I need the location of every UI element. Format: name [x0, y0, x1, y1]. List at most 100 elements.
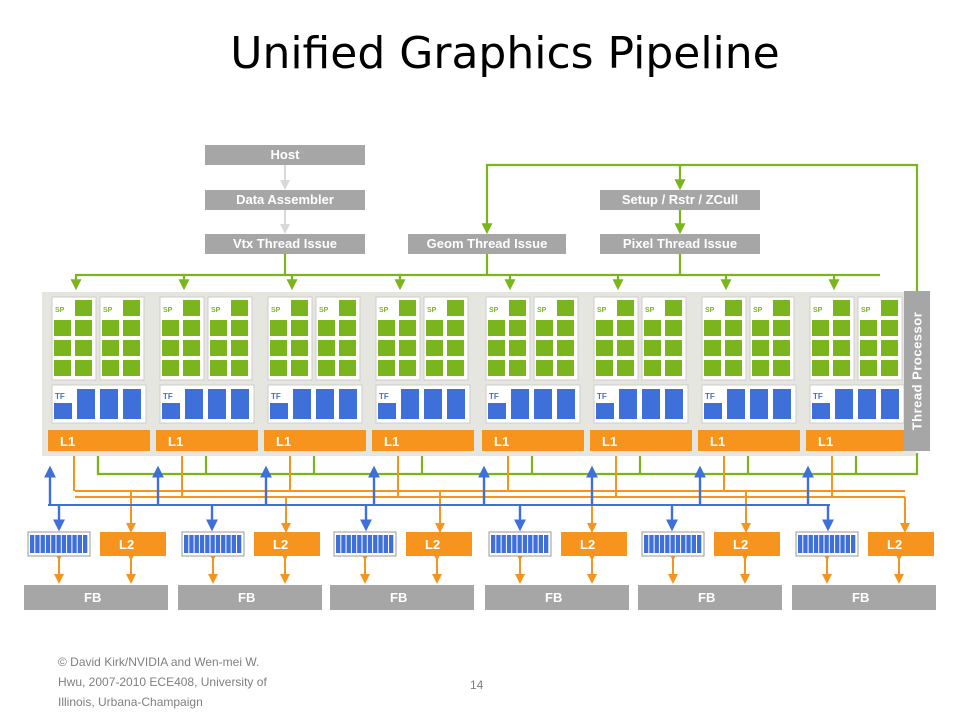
tf-cell	[447, 389, 465, 419]
rop-cell	[808, 535, 813, 553]
sp-cell	[833, 340, 850, 356]
rop-cell	[496, 535, 501, 553]
sp-label-cell	[812, 300, 829, 316]
rop-cell	[237, 535, 242, 553]
sp-cell	[557, 320, 574, 336]
rop-cell	[383, 535, 388, 553]
tf-label: TF	[271, 392, 281, 401]
sp-cell	[536, 340, 553, 356]
sp-cell	[596, 320, 613, 336]
rop-cell	[346, 535, 351, 553]
thread-processor-box: Thread Processor	[904, 291, 930, 451]
sp-label: SP	[489, 307, 499, 314]
l2-box	[714, 532, 780, 556]
sp-cell	[617, 320, 634, 336]
sp-label: SP	[271, 307, 281, 314]
data-assembler-box: Data Assembler	[205, 190, 365, 210]
rop-cell	[40, 535, 45, 553]
sp-label-cell	[704, 300, 721, 316]
tf-cell	[293, 389, 311, 419]
sp-cell	[833, 320, 850, 336]
sp-cell	[318, 360, 335, 376]
sp-cell	[665, 340, 682, 356]
sp-cell	[183, 320, 200, 336]
rop-cell	[199, 535, 205, 553]
tf-cell	[231, 389, 249, 419]
sp-cell	[447, 360, 464, 376]
rop-cell	[528, 535, 533, 553]
tf-label: TF	[163, 392, 173, 401]
tf-cell	[596, 403, 614, 419]
tf-cell	[835, 389, 853, 419]
sp-cell	[210, 340, 227, 356]
sp-label: SP	[537, 307, 547, 314]
sp-cell	[725, 300, 742, 316]
tf-cell	[123, 389, 141, 419]
l1-box	[264, 430, 366, 451]
sp-cell	[860, 360, 877, 376]
thread-processor-label: Thread Processor	[909, 311, 925, 431]
l2-box	[406, 532, 472, 556]
rop-cell	[226, 535, 231, 553]
l1-label: L1	[60, 434, 75, 449]
sp-cell	[812, 360, 829, 376]
sp-label: SP	[211, 307, 221, 314]
tf-label: TF	[379, 392, 389, 401]
rop-cell	[533, 535, 538, 553]
tf-cell	[270, 403, 288, 419]
sp-label: SP	[645, 307, 655, 314]
tf-cell	[54, 403, 72, 419]
rop-cell	[61, 535, 67, 553]
l1-box	[590, 430, 692, 451]
fb-label: FB	[238, 590, 255, 605]
sp-cell	[54, 320, 71, 336]
l2-label: L2	[887, 537, 902, 552]
setup-rstr-zcull-box: Setup / Rstr / ZCull	[600, 190, 760, 210]
sp-label: SP	[319, 307, 329, 314]
tf-cell	[727, 389, 745, 419]
rop-cell	[341, 535, 346, 553]
sp-cell	[210, 360, 227, 376]
tf-cell	[534, 389, 552, 419]
l1-box	[482, 430, 584, 451]
sp-cell	[399, 300, 416, 316]
sp-label-cell	[210, 300, 227, 316]
sp-cell	[210, 320, 227, 336]
sp-cell	[162, 360, 179, 376]
sp-cell	[231, 360, 248, 376]
rop-cell	[824, 535, 829, 553]
fb-label: FB	[698, 590, 715, 605]
rop-cell	[835, 535, 840, 553]
sp-cell	[270, 360, 287, 376]
sp-cell	[773, 340, 790, 356]
sp-cell	[339, 360, 356, 376]
sp-cell	[54, 340, 71, 356]
sp-cell	[447, 320, 464, 336]
rop-cell	[373, 535, 378, 553]
rop-cell	[362, 535, 367, 553]
vtx-thread-issue-box: Vtx Thread Issue	[205, 234, 365, 254]
rop-cell	[231, 535, 236, 553]
rop-cell	[194, 535, 199, 553]
fb-box	[485, 585, 629, 610]
sp-cell	[102, 360, 119, 376]
sp-label: SP	[163, 307, 173, 314]
rop-cell	[45, 535, 51, 553]
tf-cell	[378, 403, 396, 419]
tf-cell	[665, 389, 683, 419]
sp-cell	[773, 360, 790, 376]
tf-cell	[162, 403, 180, 419]
rop-cell	[517, 535, 522, 553]
sp-cell	[536, 360, 553, 376]
tf-cell	[812, 403, 830, 419]
sp-cell	[183, 300, 200, 316]
l1-label: L1	[276, 434, 291, 449]
